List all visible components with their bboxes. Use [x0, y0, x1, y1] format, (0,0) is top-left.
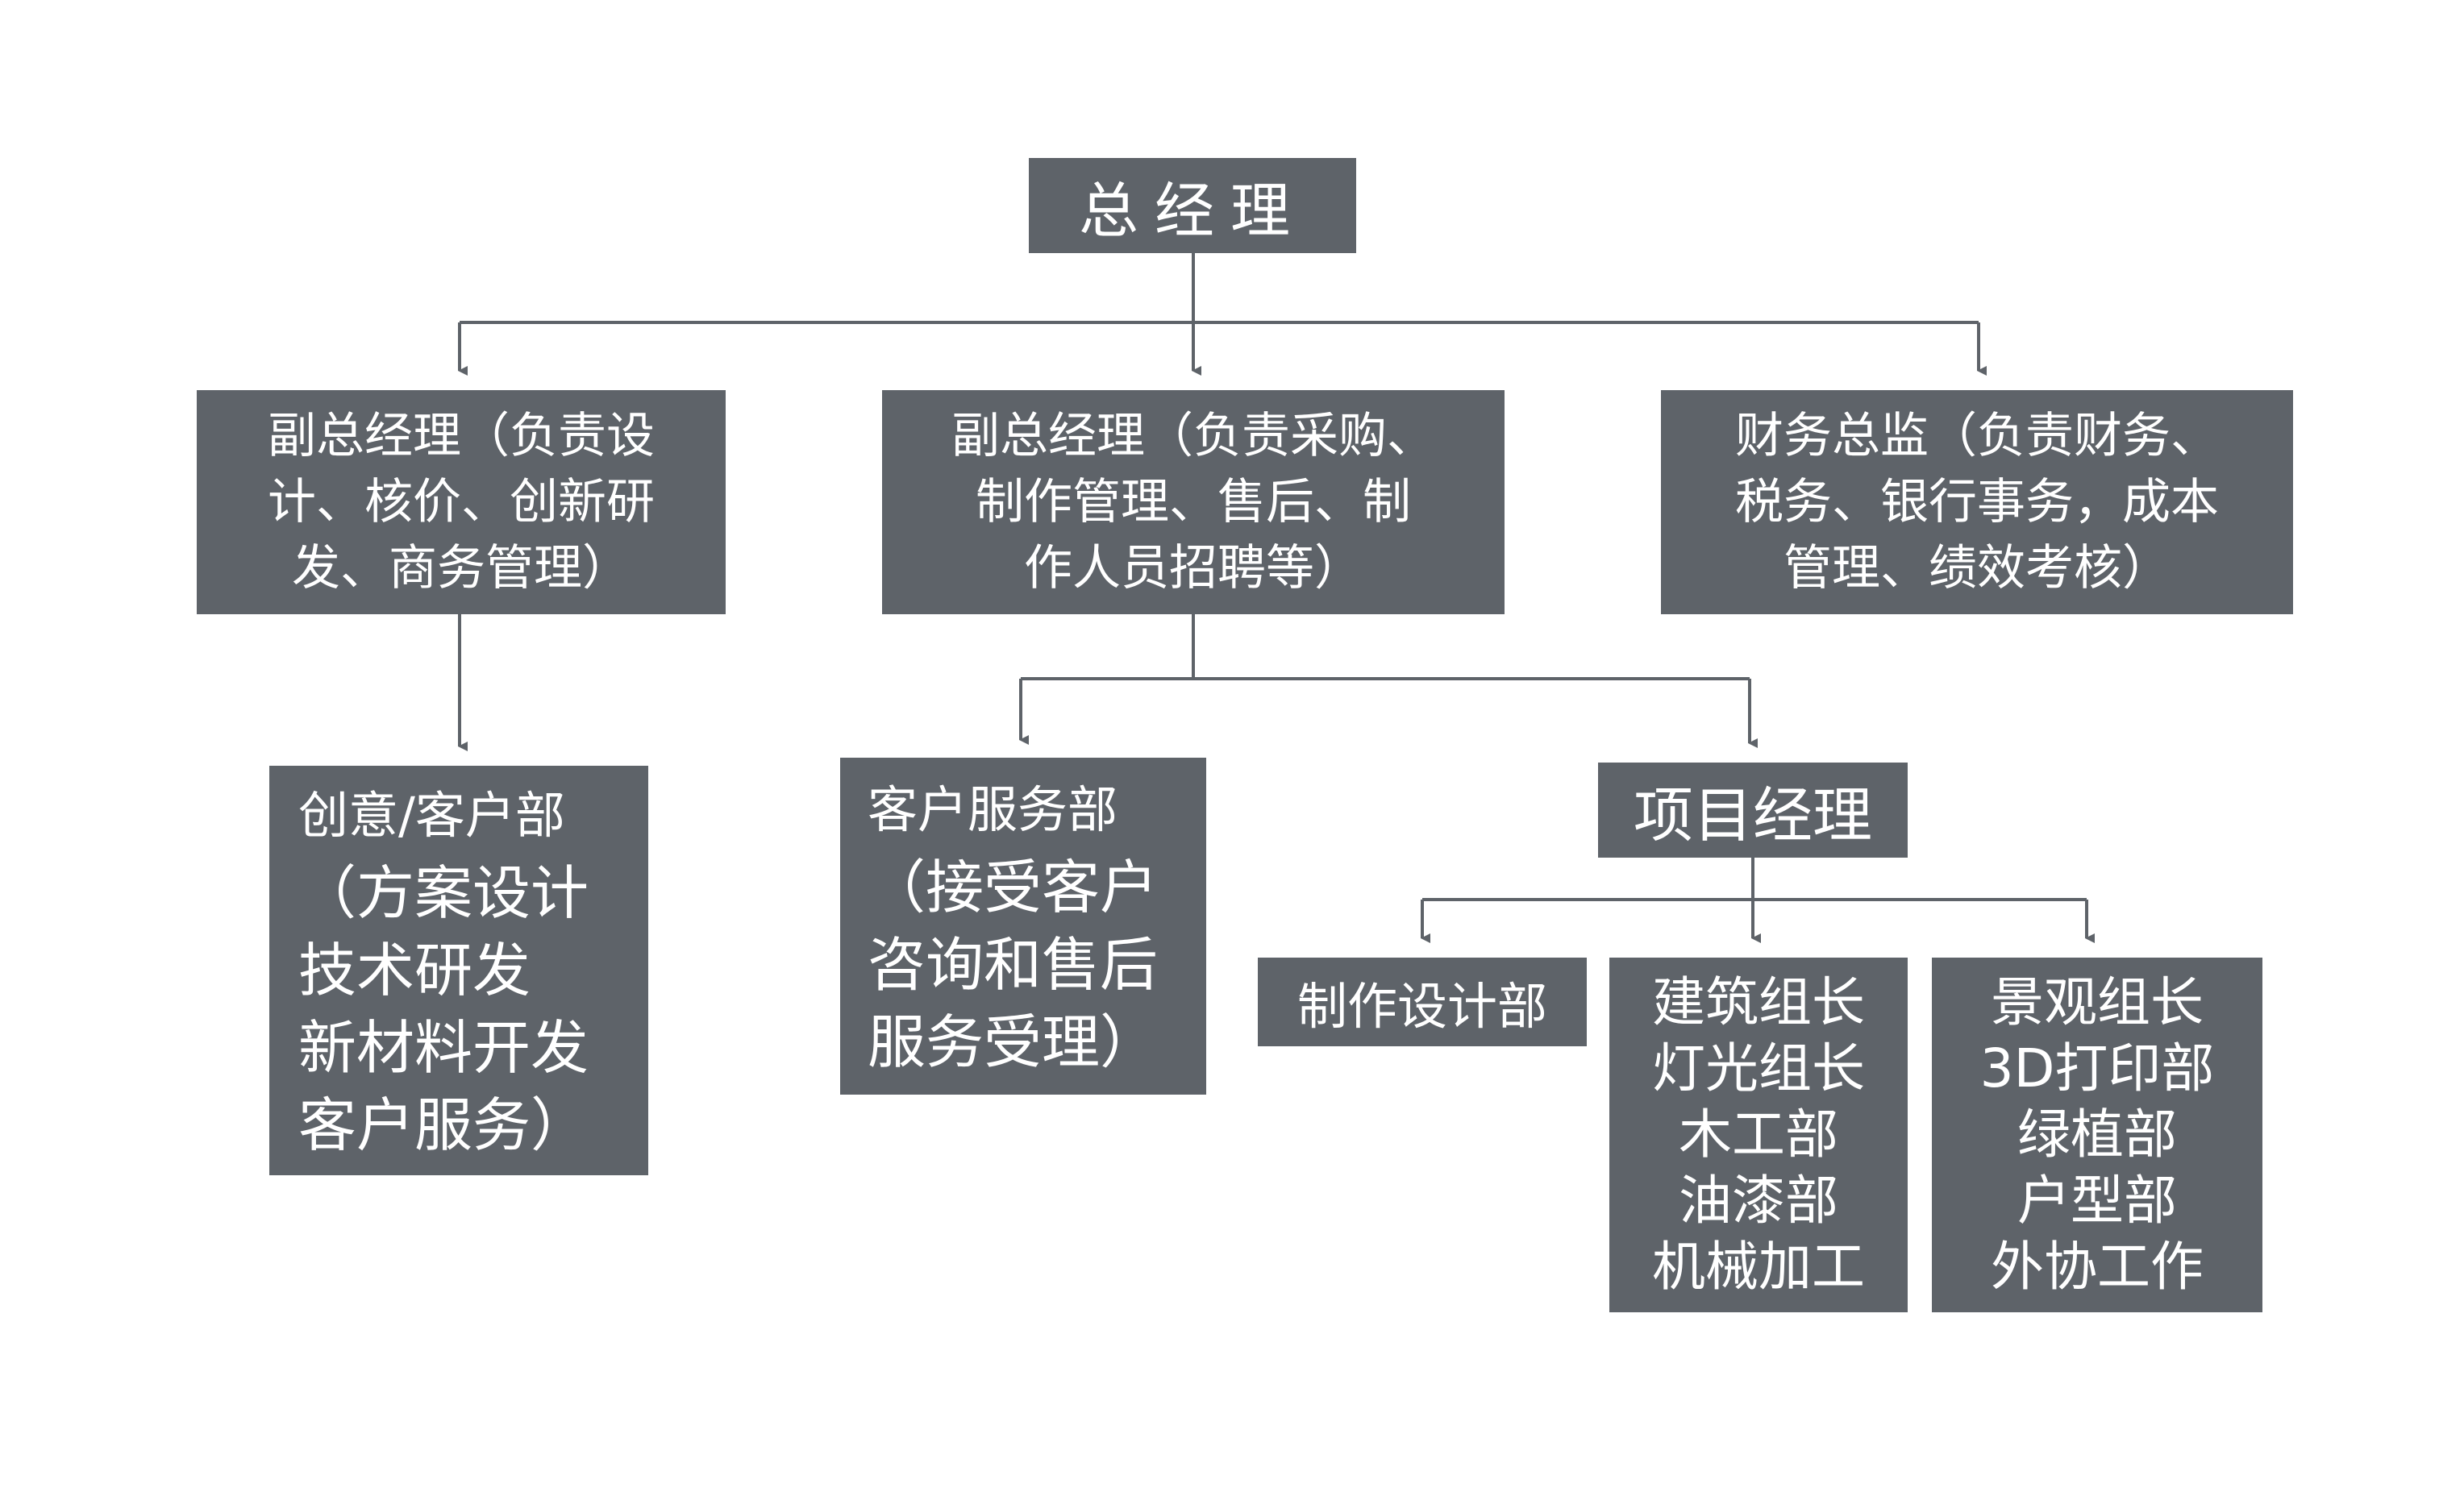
customer-service-line-2: （接受客户: [868, 854, 1159, 921]
project-manager-label: 项目经理: [1634, 780, 1872, 850]
team-b-line-1: 景观组长: [1991, 971, 2204, 1033]
vp-design-line-1: 副总经理（负责设: [268, 408, 655, 464]
vp-design-box: 副总经理（负责设 计、核价、创新研 发、商务管理）: [197, 390, 726, 614]
finance-director-line-2: 税务、银行事务，成本: [1735, 474, 2219, 530]
vp-design-line-2: 计、核价、创新研: [268, 474, 655, 530]
production-design-label: 制作设计部: [1297, 977, 1547, 1036]
general-manager-label: 总经理: [1079, 176, 1306, 246]
creative-dept-line-2: （方案设计: [298, 859, 589, 927]
vp-production-box: 副总经理（负责采购、 制作管理、售后、制 作人员招聘等）: [882, 390, 1505, 614]
customer-service-line-3: 咨询和售后: [868, 931, 1159, 999]
team-b-line-3: 绿植部: [2017, 1104, 2177, 1166]
creative-dept-line-3: 技术研发: [298, 937, 531, 1004]
production-design-box: 制作设计部: [1258, 958, 1587, 1046]
customer-service-box: 客户服务部 （接受客户 咨询和售后 服务受理）: [840, 758, 1206, 1095]
general-manager-box: 总经理: [1029, 158, 1356, 253]
finance-director-line-3: 管理、绩效考核）: [1783, 540, 2171, 596]
team-a-line-2: 灯光组长: [1652, 1037, 1865, 1099]
team-b-box: 景观组长 3D打印部 绿植部 户型部 外协工作: [1932, 958, 2262, 1312]
vp-production-line-2: 制作管理、售后、制: [976, 474, 1411, 530]
vp-design-line-3: 发、商务管理）: [292, 540, 631, 596]
team-a-line-4: 油漆部: [1679, 1170, 1838, 1232]
vp-production-line-1: 副总经理（负责采购、: [951, 408, 1435, 464]
team-b-line-2: 3D打印部: [1979, 1037, 2215, 1099]
team-b-line-5: 外协工作: [1991, 1236, 2204, 1298]
finance-director-line-1: 财务总监（负责财务、: [1735, 408, 2219, 464]
customer-service-line-4: 服务受理）: [868, 1008, 1159, 1076]
team-a-box: 建筑组长 灯光组长 木工部 油漆部 机械加工: [1609, 958, 1908, 1312]
finance-director-box: 财务总监（负责财务、 税务、银行事务，成本 管理、绩效考核）: [1661, 390, 2293, 614]
creative-dept-box: 创意/客户部 （方案设计 技术研发 新材料开发 客户服务）: [269, 766, 648, 1175]
project-manager-box: 项目经理: [1598, 763, 1908, 858]
team-a-line-3: 木工部: [1679, 1104, 1838, 1166]
team-b-line-4: 户型部: [2017, 1170, 2177, 1232]
creative-dept-line-1: 创意/客户部: [298, 786, 565, 845]
creative-dept-line-5: 客户服务）: [298, 1091, 589, 1159]
creative-dept-line-4: 新材料开发: [298, 1014, 589, 1082]
vp-production-line-3: 作人员招聘等）: [1024, 540, 1363, 596]
team-a-line-5: 机械加工: [1652, 1236, 1865, 1298]
team-a-line-1: 建筑组长: [1652, 971, 1865, 1033]
customer-service-line-1: 客户服务部: [868, 780, 1118, 839]
